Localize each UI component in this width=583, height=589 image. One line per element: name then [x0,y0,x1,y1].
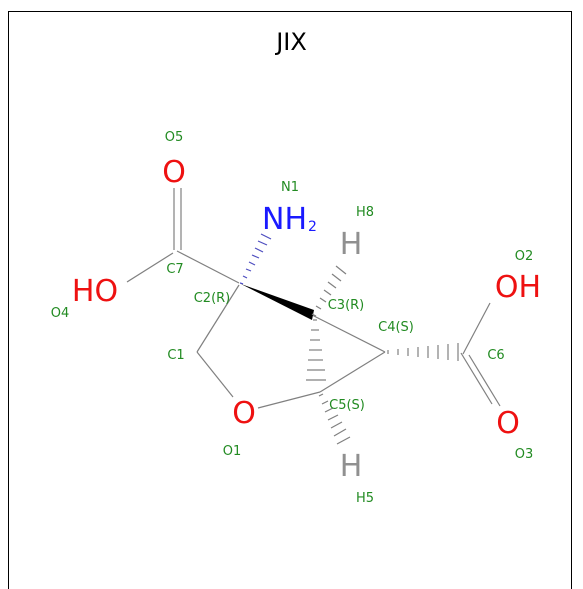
label-c7: C7 [166,262,183,277]
atom-h8-symbol: H [340,227,363,262]
bond-c3-c4 [311,314,386,353]
bond-c1-o1 [196,351,234,398]
label-c2: C2(R) [194,291,231,306]
label-h5: H5 [356,491,374,506]
atom-h5-symbol: H [340,449,363,484]
bond-o1-c5 [257,391,321,409]
label-o2: O2 [515,249,534,264]
molecule-title: JIX [276,28,307,56]
label-o5: O5 [165,130,184,145]
bond-c6-o3-a [460,352,493,405]
hash-bond-c2-n1 [239,233,272,285]
label-c4: C4(S) [378,320,414,335]
atom-n1-symbol: NH [262,202,307,237]
hash-bond-c4-c6 [387,343,459,361]
wedge-bond-c2-c3 [241,284,314,320]
label-n1: N1 [281,180,299,195]
label-o3: O3 [515,447,534,462]
atom-n1-subscript: 2 [308,219,317,235]
label-c6: C6 [487,348,504,363]
bond-c2-c1 [196,284,240,353]
bond-c6-o3-b [468,354,501,407]
atom-o4-symbol: HO [72,274,118,309]
atom-o2-symbol: OH [495,270,541,305]
frame-border [8,11,572,589]
atom-o5-symbol: O [162,155,186,190]
atom-o1-symbol: O [232,396,256,431]
hash-bond-c3-h8 [311,265,347,317]
label-h8: H8 [356,205,374,220]
bond-c6-o2 [462,302,491,355]
bond-o4-c7 [126,252,174,283]
label-o1: O1 [223,444,242,459]
label-c5: C5(S) [329,398,365,413]
bond-c7-c2 [176,250,240,284]
hash-bond-c3-c5 [306,319,326,381]
atom-o3-symbol: O [496,406,520,441]
label-o4: O4 [51,306,70,321]
hash-bond-c5-h5 [318,393,351,445]
bond-c5-c4 [319,351,386,393]
label-c1: C1 [167,348,184,363]
bond-lines [126,188,501,409]
label-c3: C3(R) [328,298,365,313]
